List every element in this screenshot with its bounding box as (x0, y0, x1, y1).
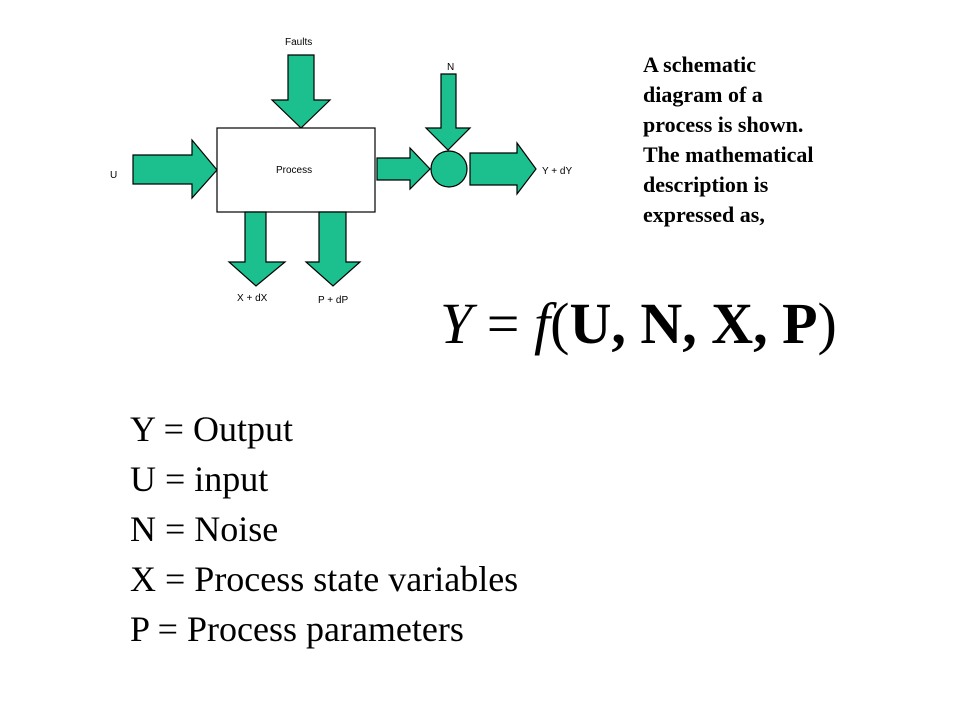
param-arrow (304, 211, 362, 287)
input-label: U (110, 170, 117, 181)
faults-arrow (270, 54, 332, 129)
description-text: A schematic diagram of a process is show… (643, 52, 814, 227)
definition-parameters: P = Process parameters (130, 609, 464, 649)
definition-noise: N = Noise (130, 509, 279, 549)
output-label: Y + dY (542, 166, 572, 177)
variable-definitions: Y = Output U = input N = Noise X = Proce… (130, 404, 518, 654)
equation-func: f (533, 291, 551, 356)
state-arrow (227, 211, 287, 287)
input-arrow (132, 138, 218, 200)
definition-output: Y = Output (130, 409, 293, 449)
definition-input: U = input (130, 459, 269, 499)
noise-arrow (424, 73, 472, 151)
state-label: X + dX (237, 293, 268, 304)
sum-junction (430, 150, 468, 188)
equation-args: U, N, X, P (569, 291, 818, 356)
definition-state: X = Process state variables (130, 559, 519, 599)
block-output-arrow (376, 146, 431, 191)
faults-label: Faults (285, 37, 312, 48)
output-arrow (469, 141, 537, 196)
process-label: Process (276, 165, 312, 176)
process-equation: Y = f(U, N, X, P) (440, 290, 837, 357)
param-label: P + dP (318, 295, 348, 306)
process-schematic: Faults U Process N Y + dY X + dX P + dP (110, 37, 572, 306)
noise-label: N (447, 62, 454, 73)
equation-close: ) (817, 291, 837, 356)
equation-equals: = (472, 291, 534, 356)
equation-open: ( (550, 291, 570, 356)
process-block (216, 127, 376, 213)
equation-lhs: Y (440, 291, 473, 356)
